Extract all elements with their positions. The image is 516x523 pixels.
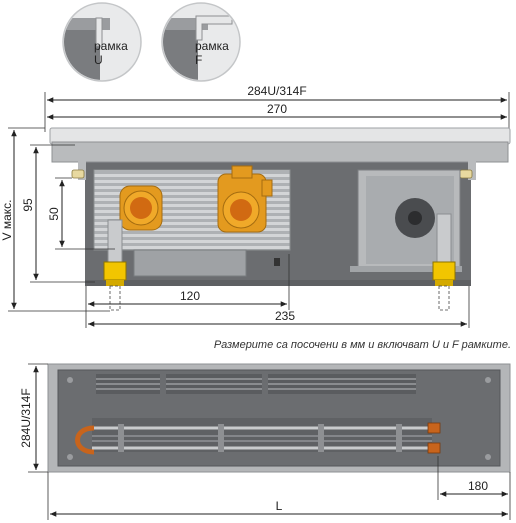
dim-50-label: 50 (47, 207, 61, 221)
dim-180-label: 180 (468, 479, 488, 493)
dim-L-label: L (276, 499, 283, 513)
top-dimensions: 284U/314F 270 (44, 84, 510, 132)
right-connection (432, 213, 456, 311)
frame-u-badge: рамка U (62, 2, 142, 82)
dim-235-label: 235 (275, 309, 295, 323)
dim-inner-width-label: 270 (267, 102, 287, 116)
dim-total-width-label: 284U/314F (247, 84, 306, 98)
frame-f-label-1: рамка (195, 39, 229, 53)
cross-section: V макс. 95 50 120 235 (0, 127, 511, 328)
frame-f-label-2: F (195, 53, 202, 67)
copper-u-bend (75, 425, 95, 455)
brass-fitting-left (119, 185, 163, 231)
dim-plan-width-label: 284U/314F (19, 388, 33, 447)
frame-u-label-1: рамка (94, 39, 128, 53)
dimension-note: Размерите са посочени в мм и включват U … (214, 339, 511, 351)
dim-v-max-label: V макс. (0, 200, 14, 241)
dim-95-label: 95 (21, 198, 35, 212)
dim-120-label: 120 (180, 289, 200, 303)
left-connection (103, 219, 127, 311)
brass-fitting-right (217, 165, 273, 233)
plan-view: 284U/314F 180 L (19, 363, 511, 520)
frame-u-label-2: U (94, 53, 103, 67)
frame-f-badge: рамка F (161, 2, 241, 82)
